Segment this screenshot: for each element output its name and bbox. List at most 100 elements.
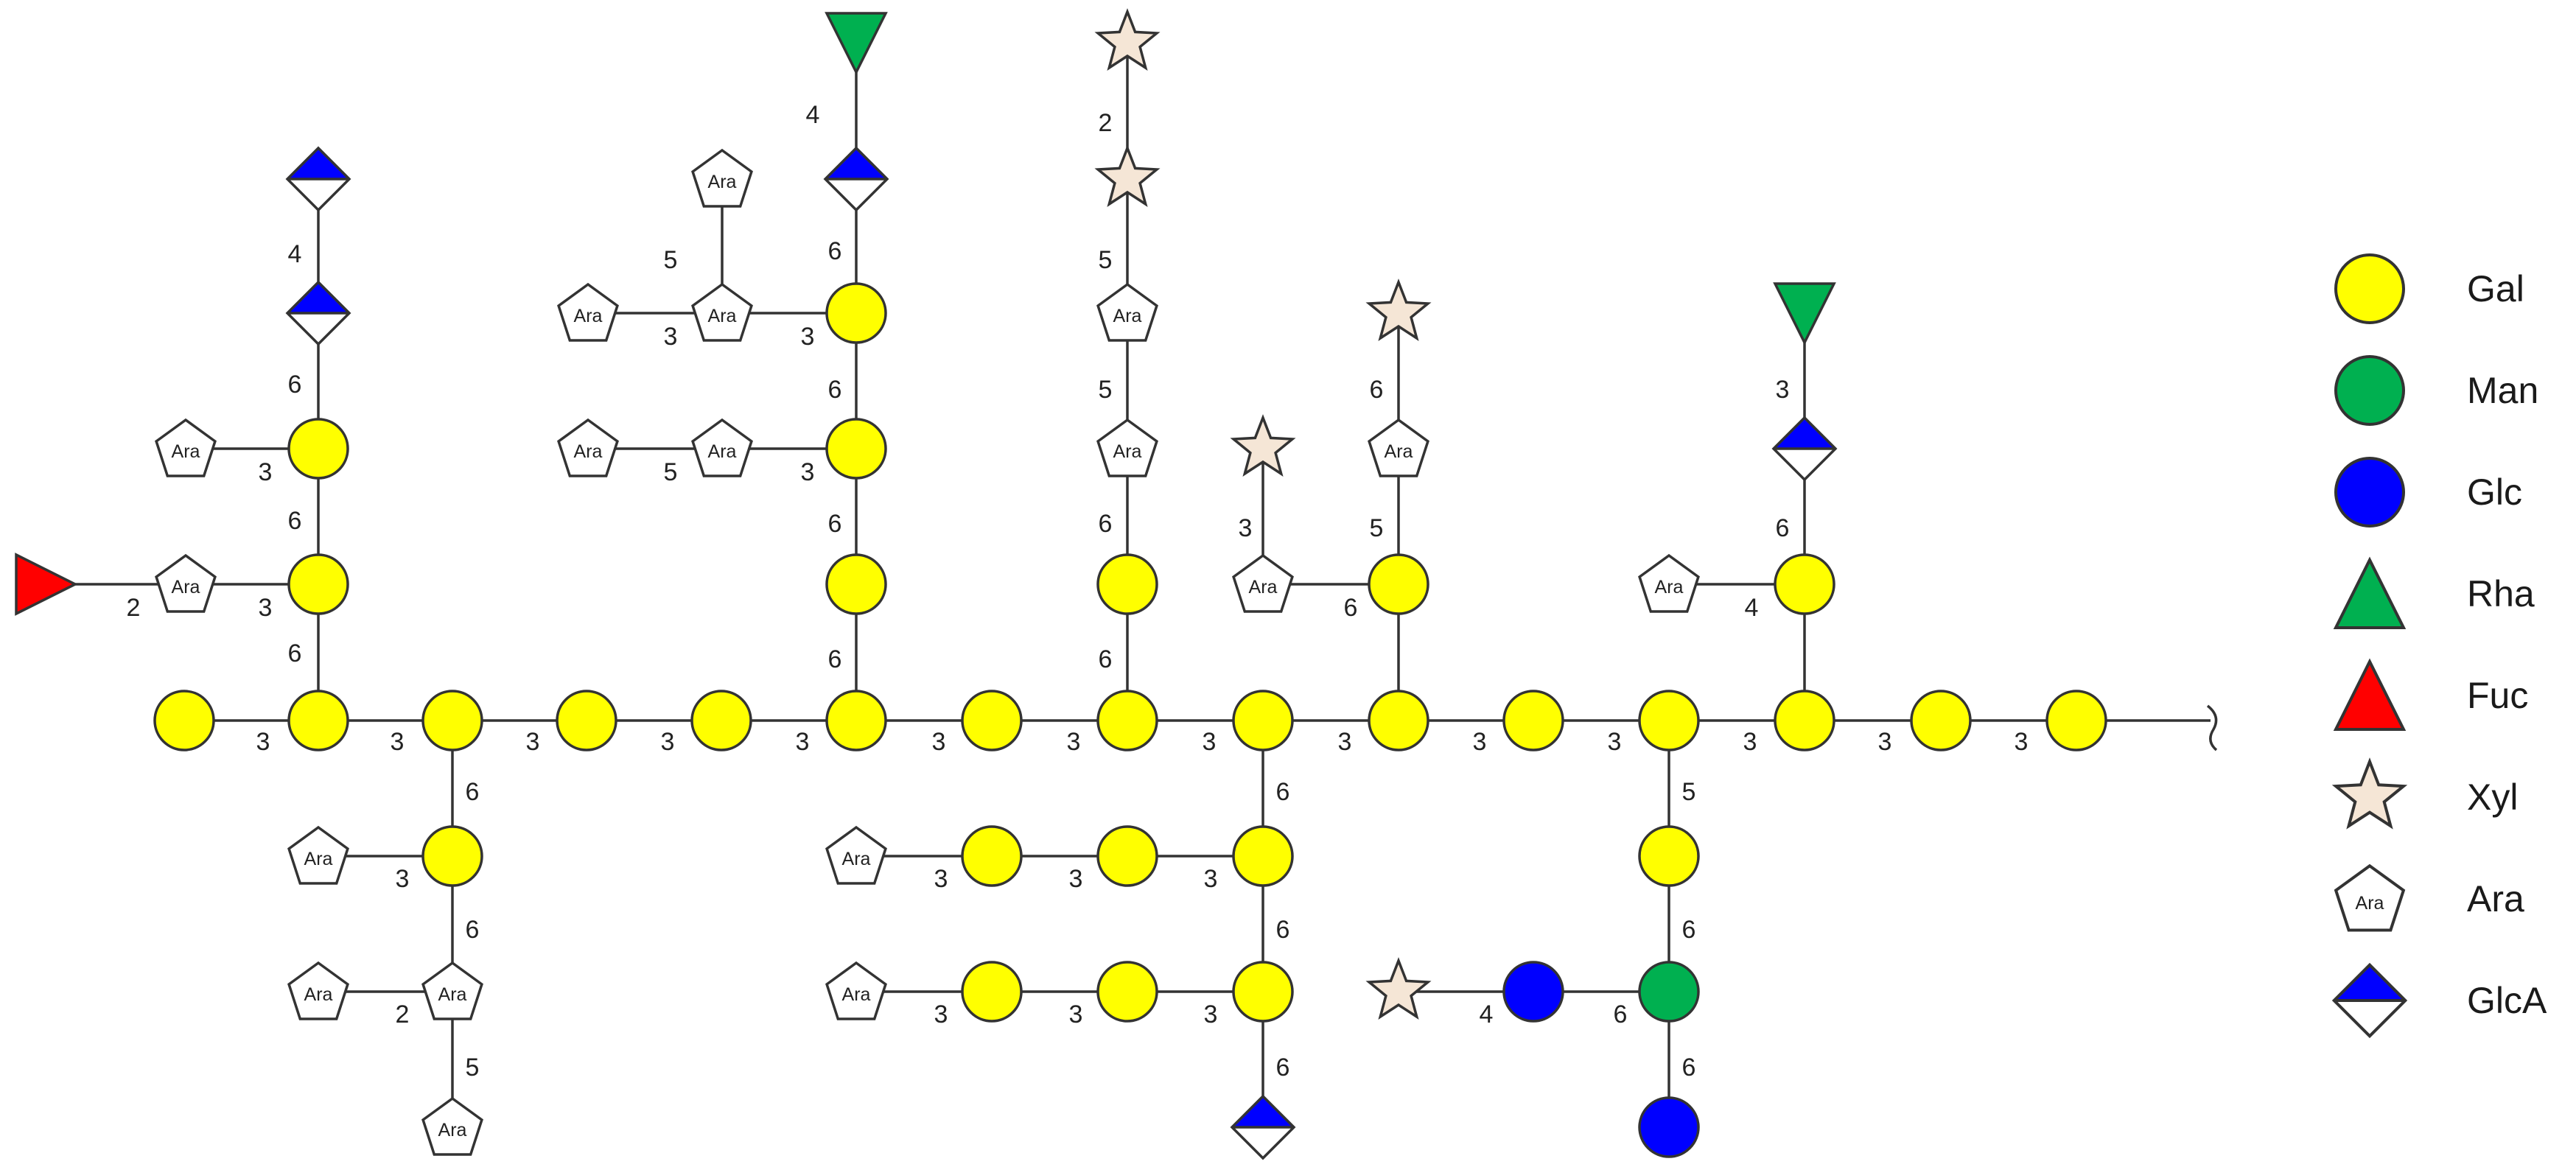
linkage-label: 5	[1099, 376, 1113, 404]
residue-gal	[1368, 690, 1429, 751]
residue-glca	[1230, 1094, 1296, 1160]
residue-xyl	[1365, 278, 1432, 341]
residue-gal	[825, 418, 887, 480]
legend-symbol-ara: Ara	[2334, 863, 2406, 932]
residue-glca	[285, 146, 351, 212]
residue-gal	[287, 553, 349, 615]
residue-ara: Ara	[287, 961, 349, 1020]
ara-symbol-text: Ara	[1385, 441, 1413, 462]
linkage-label: 3	[796, 728, 810, 756]
linkage-label: 3	[1776, 376, 1790, 404]
linkage-label: 3	[661, 728, 675, 756]
residue-gal	[1368, 553, 1429, 615]
residue-ara: Ara	[1096, 418, 1158, 477]
linkage-label: 3	[1069, 865, 1083, 893]
legend-label: Gal	[2467, 268, 2524, 309]
residue-gal	[421, 825, 483, 887]
residue-xyl	[1094, 144, 1161, 207]
legend-symbol-glca	[2331, 962, 2408, 1039]
legend-item-glca: GlcA	[2331, 962, 2547, 1039]
legend-item-rha: Rha	[2333, 556, 2535, 630]
linkage-label: 6	[828, 510, 842, 538]
residue-gal	[2045, 690, 2107, 751]
linkage-label: 3	[1203, 728, 1217, 756]
linkage-label: 3	[391, 728, 405, 756]
residue-ara: Ara	[825, 961, 887, 1020]
linkage-label: 2	[396, 1000, 410, 1028]
residue-ara: Ara	[421, 1096, 483, 1156]
residue-ara: Ara	[287, 825, 349, 885]
legend-item-glc: Glc	[2334, 456, 2522, 528]
residue-gal	[1232, 825, 1294, 887]
linkage-label: 6	[288, 371, 302, 399]
linkage-label: 4	[1480, 1000, 1494, 1028]
legend-symbol-gal	[2334, 253, 2406, 325]
linkage-label: 5	[664, 246, 678, 274]
residue-ara: Ara	[691, 418, 753, 477]
ara-symbol-text: Ara	[1113, 306, 1142, 326]
legend-label: Rha	[2467, 573, 2535, 614]
residue-gal	[961, 690, 1023, 751]
residue-xyl	[1230, 414, 1296, 477]
ara-symbol-text: Ara	[842, 984, 871, 1005]
linkage-label: 3	[1338, 728, 1352, 756]
linkage-label: 6	[1099, 510, 1113, 538]
residue-gal	[1774, 690, 1835, 751]
linkage-label: 3	[259, 458, 273, 486]
linkage-label: 3	[1743, 728, 1757, 756]
residue-gal	[1774, 553, 1835, 615]
residue-xyl	[1365, 957, 1432, 1020]
legend-symbol-rha	[2333, 556, 2407, 630]
linkage-label: 3	[801, 458, 815, 486]
linkage-label: 6	[1276, 1054, 1290, 1082]
legend-label: Xyl	[2467, 777, 2518, 818]
ara-symbol-text: Ara	[708, 172, 737, 192]
residue-gal	[1232, 961, 1294, 1023]
ara-symbol-text: Ara	[708, 306, 737, 326]
residue-ara: Ara	[1638, 553, 1700, 613]
ara-symbol-text: Ara	[172, 441, 200, 462]
linkage-label: 5	[1370, 514, 1384, 542]
legend-item-man: Man	[2334, 354, 2538, 427]
residue-glca	[1771, 416, 1838, 482]
residue-gal	[153, 690, 215, 751]
residue-ara: Ara	[557, 282, 619, 342]
linkage-label: 6	[1276, 778, 1290, 806]
linkage-label: 3	[1608, 728, 1622, 756]
ara-symbol-text: Ara	[172, 577, 200, 597]
residue-gal	[825, 690, 887, 751]
linkage-label: 6	[466, 916, 480, 944]
linkage-label: 3	[1473, 728, 1487, 756]
legend-item-xyl: Xyl	[2331, 757, 2518, 830]
ara-symbol-text: Ara	[1249, 577, 1278, 597]
ara-symbol-text: Ara	[304, 984, 333, 1005]
legend-label: Man	[2467, 370, 2538, 411]
legend-symbol-glc	[2334, 456, 2406, 528]
ara-symbol-text: Ara	[574, 306, 603, 326]
legend-label: Fuc	[2467, 675, 2528, 716]
linkage-label: 5	[1099, 246, 1113, 274]
ara-symbol-text: Ara	[438, 1120, 467, 1140]
linkage-label: 6	[828, 645, 842, 673]
residue-gal	[287, 418, 349, 480]
residue-man	[1638, 961, 1700, 1023]
residue-gal	[961, 825, 1023, 887]
linkage-label: 6	[828, 376, 842, 404]
linkage-label: 3	[259, 594, 273, 622]
residue-gal	[1910, 690, 1972, 751]
linkage-label: 3	[2015, 728, 2029, 756]
linkage-label: 6	[1614, 1000, 1628, 1028]
linkage-label: 3	[1069, 1000, 1083, 1028]
residue-glc	[1502, 961, 1564, 1023]
linkage-label: 6	[1682, 1054, 1696, 1082]
ara-symbol-text: Ara	[1113, 441, 1142, 462]
linkage-label: 6	[1344, 594, 1358, 622]
residue-gal	[1096, 825, 1158, 887]
residue-gal	[1502, 690, 1564, 751]
residue-gal	[1096, 553, 1158, 615]
residue-ara: Ara	[421, 961, 483, 1020]
linkage-label: 3	[1067, 728, 1081, 756]
linkage-label: 3	[396, 865, 410, 893]
